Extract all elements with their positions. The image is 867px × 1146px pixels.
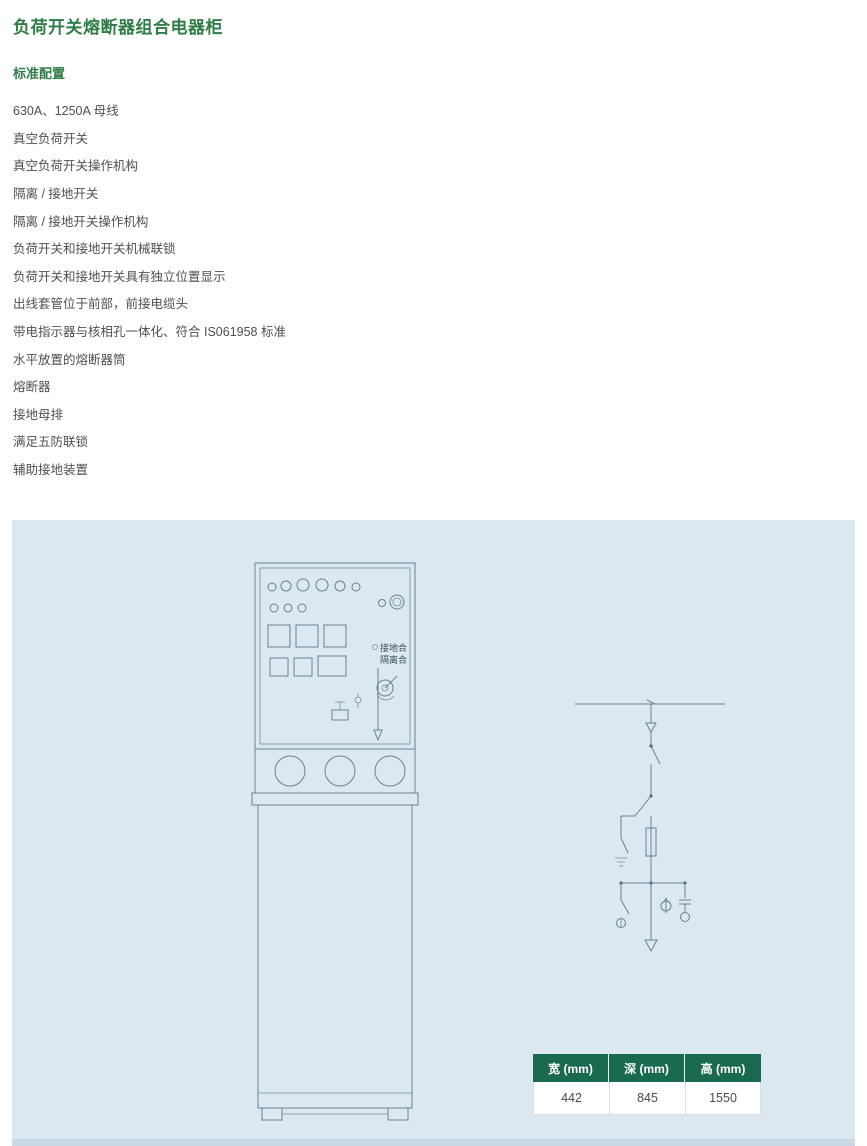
capacitive-divider-lamp: [679, 883, 691, 922]
feature-item: 隔离 / 接地开关操作机构: [13, 214, 149, 229]
feature-item: 真空负荷开关操作机构: [13, 159, 139, 174]
spec-table-header-row: 宽 (mm) 深 (mm) 高 (mm): [533, 1054, 764, 1082]
feature-item: 接地母排: [13, 407, 64, 422]
bushing-section: [254, 748, 416, 794]
label-isolate-closed: 隔离合: [380, 654, 407, 665]
feature-item: 隔离 / 接地开关: [13, 187, 99, 202]
spec-table-value-row: 442 845 1550: [533, 1082, 764, 1115]
spec-header-height: 高 (mm): [685, 1054, 761, 1082]
spec-value-height: 1550: [685, 1082, 761, 1115]
feature-item: 真空负荷开关: [13, 131, 89, 146]
spec-header-depth: 深 (mm): [609, 1054, 685, 1082]
spec-table: 宽 (mm) 深 (mm) 高 (mm) 442 845 1550: [533, 1054, 764, 1115]
disconnector-switch: [649, 744, 661, 796]
spec-header-width: 宽 (mm): [533, 1054, 609, 1082]
operation-labels: 接地合 隔离合: [372, 642, 407, 665]
cable-outgoing: [644, 883, 658, 953]
spec-value-depth: 845: [609, 1082, 685, 1115]
cabinet-ledge: [251, 792, 419, 806]
feature-item: 负荷开关和接地开关具有独立位置显示: [13, 269, 226, 284]
label-earth-closed: 接地合: [380, 642, 407, 653]
earthing-switch: [616, 883, 630, 928]
busbar: [575, 699, 725, 705]
operating-mechanism: [331, 668, 398, 742]
feature-list: 630A、1250A 母线 真空负荷开关 真空负荷开关操作机构 隔离 / 接地开…: [13, 96, 573, 482]
feature-item: 辅助接地装置: [13, 463, 89, 478]
feature-item: 熔断器: [13, 380, 51, 395]
feature-item: 带电指示器与核相孔一体化、符合 IS061958 标准: [13, 325, 286, 340]
page-title: 负荷开关熔断器组合电器柜: [13, 18, 223, 37]
feature-item: 负荷开关和接地开关机械联锁: [13, 242, 176, 257]
feature-item: 满足五防联锁: [13, 435, 89, 450]
cabinet-drawing: 接地合 隔离合: [251, 562, 419, 1121]
cabinet-front-panel: 接地合 隔离合: [254, 562, 416, 750]
load-break-switch: [615, 794, 653, 867]
section-subtitle: 标准配置: [13, 66, 66, 81]
feature-item: 出线套管位于前部，前接电缆头: [13, 297, 189, 312]
fuse-symbol: [645, 816, 657, 860]
panel-bottom-edge: [12, 1139, 855, 1146]
illustration-panel: 接地合 隔离合: [12, 520, 855, 1146]
feature-item: 630A、1250A 母线: [13, 104, 119, 119]
lower-bus: [619, 860, 687, 885]
spec-value-width: 442: [533, 1082, 609, 1115]
cabinet-lower-body: [257, 804, 413, 1121]
voltage-indicator: [660, 897, 672, 913]
schematic-diagram: [575, 699, 725, 953]
incoming-feeder: [645, 704, 657, 746]
feature-item: 水平放置的熔断器筒: [13, 352, 126, 367]
